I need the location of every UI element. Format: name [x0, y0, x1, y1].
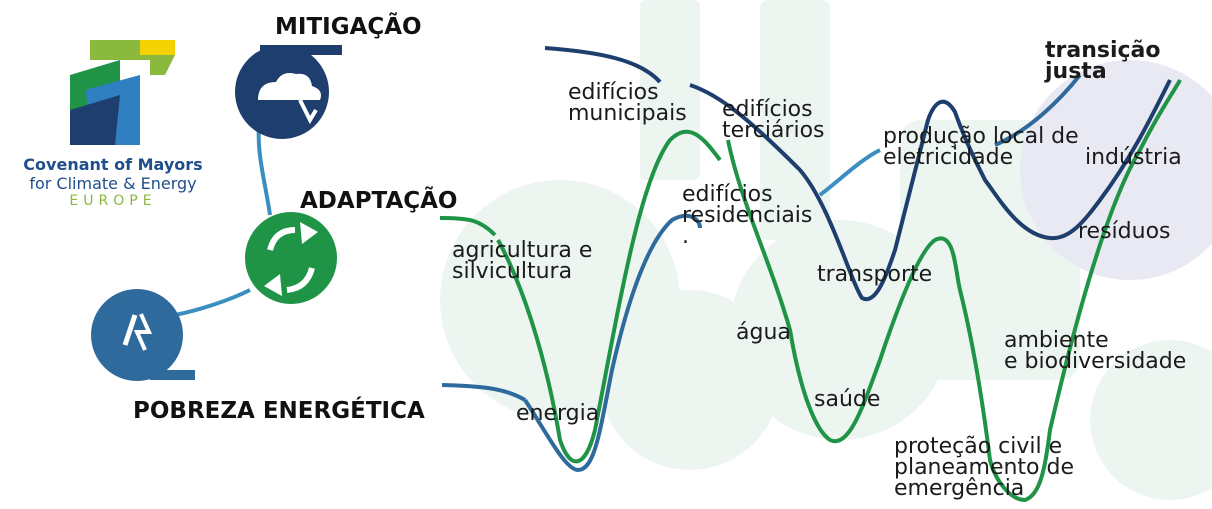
sector-municipal-buildings: edifícios municipais	[568, 80, 687, 126]
adaptation-wave-2	[726, 79, 1182, 503]
sector-tertiary-buildings: edifícios terciários	[722, 97, 825, 143]
sector-transport: transporte	[817, 262, 933, 287]
local-production-link	[818, 148, 881, 197]
energy-poverty-icon	[91, 289, 195, 381]
logo-line-1: Covenant of Mayors	[23, 155, 203, 174]
sector-agriculture: agricultura e silvicultura	[452, 238, 593, 284]
sector-civil-protection: proteção civil e planeamento de emergênc…	[894, 434, 1075, 501]
just-transition-link	[994, 73, 1082, 147]
pillar-energy-poverty: POBREZA ENERGÉTICA	[133, 398, 425, 424]
background-watermark	[440, 0, 1212, 500]
sector-just-transition: transição justa	[1045, 38, 1161, 84]
adaptation-icon	[245, 212, 337, 304]
pillar-mitigation: MITIGAÇÃO	[275, 14, 422, 40]
poverty-wave	[523, 213, 702, 473]
mitigation-lead-line	[544, 46, 662, 84]
sector-energy: energia	[516, 401, 600, 426]
logo-line-2: for Climate & Energy	[29, 174, 197, 193]
mitigation-wave	[689, 79, 1172, 302]
logo-line-3: EUROPE	[69, 193, 157, 209]
logo-text: Covenant of Mayors for Climate & Energy …	[8, 155, 218, 209]
covenant-logo	[70, 40, 175, 145]
poverty-lead-line	[441, 383, 527, 402]
sector-health: saúde	[814, 387, 881, 412]
adaptation-wave-1	[496, 129, 722, 464]
sector-environment: ambiente e biodiversidade	[1004, 328, 1187, 374]
sector-local-production: produção local de eletricidade	[883, 124, 1079, 170]
sector-residential-buildings: edifícios residenciais .	[682, 182, 813, 249]
mitigation-icon	[235, 45, 342, 139]
pillar-adaptation: ADAPTAÇÃO	[300, 188, 458, 214]
adaptation-lead-line	[439, 216, 497, 237]
sector-water: água	[736, 320, 791, 345]
adaptation-poverty-connector	[174, 288, 251, 317]
sector-waste: resíduos	[1078, 219, 1171, 244]
sector-industry: indústria	[1085, 145, 1182, 170]
